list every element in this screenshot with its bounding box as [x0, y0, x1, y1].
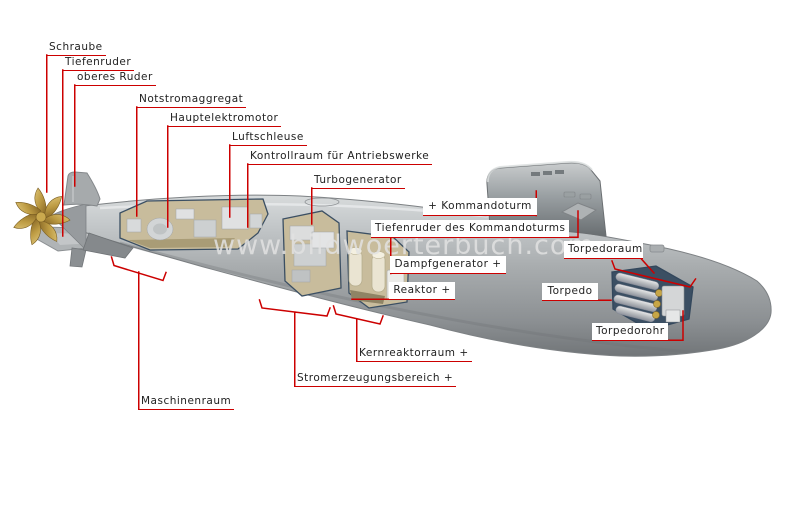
propeller — [13, 187, 71, 246]
label-kernreaktorraum-link[interactable]: Kernreaktorraum + — [356, 347, 472, 362]
label-tiefenruder-des-kommandoturms: Tiefenruder des Kommandoturms — [371, 220, 569, 238]
label-maschinenraum: Maschinenraum — [138, 395, 235, 410]
leader-kernreaktorraum — [332, 305, 384, 362]
label-torpedoraum: Torpedoraum — [564, 241, 643, 259]
leader-torpedoraum — [611, 257, 697, 288]
leader-maschinenraum — [110, 256, 167, 410]
sail-highlight — [486, 160, 593, 183]
label-oberes-ruder: oberes Ruder — [74, 71, 156, 86]
deck-hatches — [563, 191, 665, 253]
leader-stromerzeugungsbereich — [258, 299, 331, 387]
conning-tower — [486, 160, 607, 237]
label-stromerzeugungsbereich-link[interactable]: Stromerzeugungsbereich + — [294, 372, 457, 387]
engine-room-cutaway — [119, 198, 269, 251]
leader-torpedorohr — [666, 310, 684, 341]
sail-window — [531, 172, 540, 176]
submarine-hull-group — [13, 160, 772, 357]
label-torpedo: Torpedo — [542, 283, 598, 301]
label-hauptelektromotor: Hauptelektromotor — [167, 112, 282, 127]
sail-plane — [560, 202, 598, 221]
generator-room-cutaway — [282, 210, 342, 297]
label-turbogenerator: Turbogenerator — [311, 174, 405, 189]
sail-window — [555, 170, 564, 174]
label-kommandoturm-link[interactable]: + Kommandoturm — [423, 198, 537, 216]
sail-window — [543, 171, 552, 175]
tail-fins — [63, 171, 134, 268]
hull-bottom-shade — [119, 241, 691, 354]
label-luftschleuse: Luftschleuse — [229, 131, 307, 146]
upper-rudder-fin — [63, 171, 101, 207]
torpedo-room-cutaway — [611, 265, 694, 331]
label-tiefenruder: Tiefenruder — [62, 56, 135, 71]
label-torpedorohr: Torpedorohr — [592, 323, 668, 341]
label-schraube: Schraube — [46, 41, 106, 56]
lower-rudder-fin — [69, 247, 87, 268]
label-notstromaggregat: Notstromaggregat — [136, 93, 247, 108]
leader-lines — [46, 54, 697, 410]
leader-tiefenruder-kommandoturm — [567, 210, 579, 238]
label-reaktor-link[interactable]: Reaktor + — [389, 282, 455, 300]
label-dampfgenerator-link[interactable]: Dampfgenerator + — [390, 256, 506, 274]
stern-plane-near — [82, 232, 134, 259]
label-kontrollraum-fuer-antriebswerke: Kontrollraum für Antriebswerke — [247, 150, 433, 165]
deck-panel — [304, 197, 340, 207]
